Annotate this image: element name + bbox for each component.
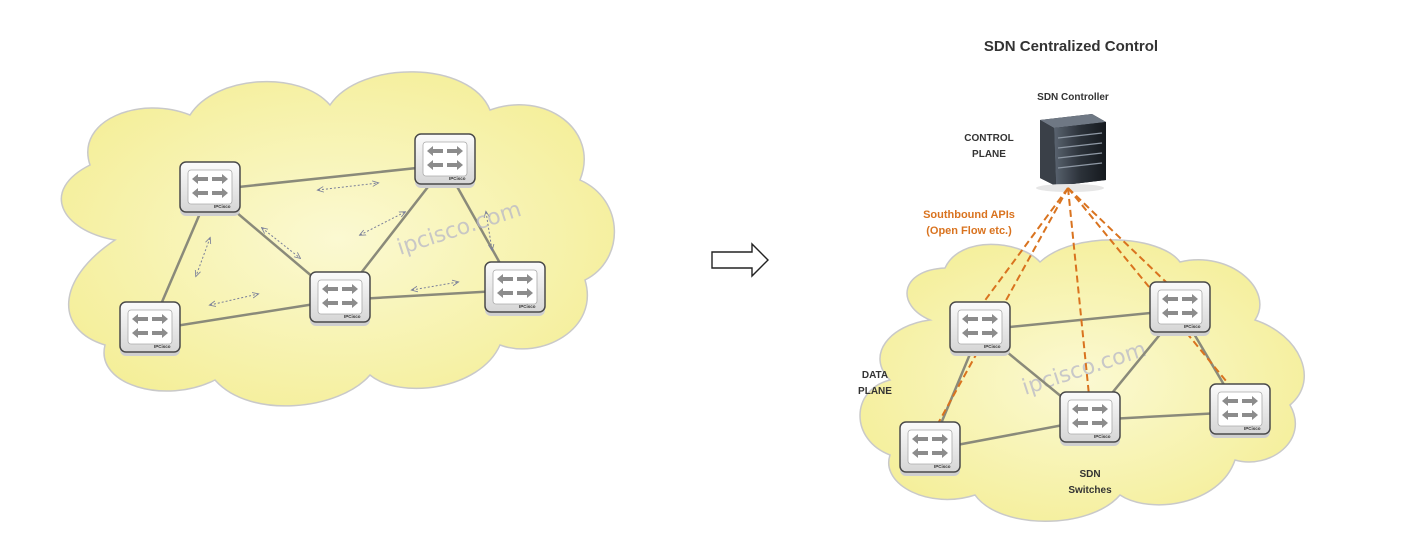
data-plane-label-2: PLANE <box>858 386 892 397</box>
switch-brand: IPCisco <box>154 344 171 349</box>
switch-brand: IPCisco <box>519 304 536 309</box>
control-plane-label-2: PLANE <box>972 149 1006 160</box>
switch-icon: IPCisco <box>1059 391 1121 447</box>
switch-icon: IPCisco <box>179 161 241 217</box>
switch-icon: IPCisco <box>1209 383 1271 439</box>
right-arrow-icon <box>711 242 769 278</box>
link <box>979 308 1181 332</box>
double-arrow-icon <box>262 228 300 258</box>
switch-icon: IPCisco <box>949 301 1011 357</box>
left-peer-arrows <box>196 183 492 305</box>
sdn-switches-label-2: Switches <box>1068 485 1112 496</box>
control-link <box>929 187 1069 439</box>
southbound-api-label-2: (Open Flow etc.) <box>926 225 1012 237</box>
southbound-api-label-1: Southbound APIs <box>923 209 1015 221</box>
switch-brand: IPCisco <box>1184 324 1201 329</box>
switch-icon: IPCisco <box>414 133 476 189</box>
switch-brand: IPCisco <box>1244 426 1261 431</box>
sdn-switches-label-1: SDN <box>1079 469 1100 480</box>
switch-icon: IPCisco <box>119 301 181 357</box>
switch-brand: IPCisco <box>344 314 361 319</box>
switch-brand: IPCisco <box>449 176 466 181</box>
switch-brand: IPCisco <box>214 204 231 209</box>
link <box>149 298 341 332</box>
double-arrow-icon <box>486 212 492 250</box>
right-panel: SDN Centralized Control SDN Controller C… <box>858 38 1306 522</box>
data-plane-label-1: DATA <box>862 370 888 381</box>
switch-brand: IPCisco <box>984 344 1001 349</box>
switch-icon: IPCisco <box>309 271 371 327</box>
server-icon <box>1036 114 1106 192</box>
diagram-title: SDN Centralized Control <box>984 38 1158 55</box>
switch-brand: IPCisco <box>934 464 951 469</box>
controller-label: SDN Controller <box>1037 92 1109 103</box>
switch-icon: IPCisco <box>899 421 961 477</box>
control-link <box>1067 187 1191 306</box>
double-arrow-icon <box>360 212 405 235</box>
control-link <box>971 187 1069 319</box>
double-arrow-icon <box>210 294 258 305</box>
control-plane-label-1: CONTROL <box>964 133 1013 144</box>
switch-icon: IPCisco <box>484 261 546 317</box>
switch-icon: IPCisco <box>1149 281 1211 337</box>
left-panel: ipcisco.com IPCisco IPCisco IPCisco IPCi… <box>60 71 616 407</box>
control-link <box>1067 187 1091 406</box>
link <box>209 163 446 192</box>
double-arrow-icon <box>196 238 210 276</box>
switch-brand: IPCisco <box>1094 434 1111 439</box>
